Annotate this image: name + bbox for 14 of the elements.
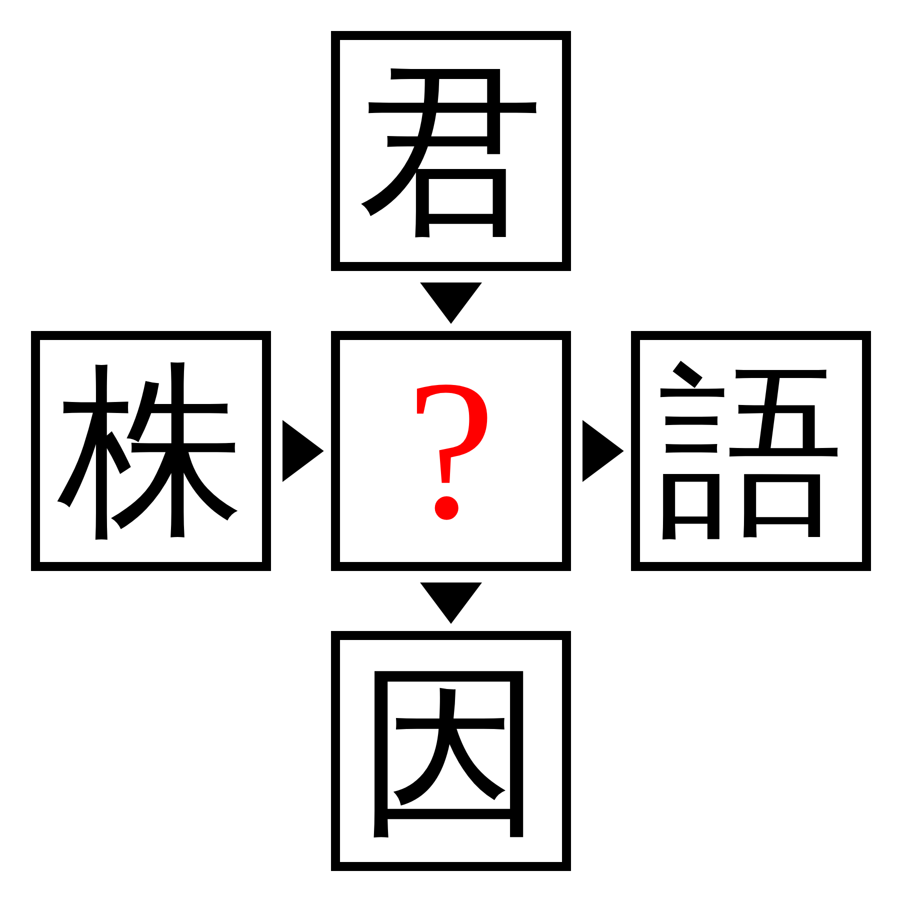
character-label: 株: [58, 358, 244, 544]
character-label: 語: [658, 358, 844, 544]
character-box: [331, 31, 571, 271]
character-label: 君: [358, 58, 544, 244]
question-mark-label: ?: [406, 351, 496, 551]
character-box: [331, 631, 571, 871]
character-box: [631, 331, 871, 571]
arrow: [582, 420, 624, 482]
character-box: [331, 331, 571, 571]
arrow: [420, 582, 482, 624]
arrow: [282, 420, 324, 482]
arrow: [420, 282, 482, 324]
character-box: [31, 331, 271, 571]
character-label: 因: [358, 658, 544, 844]
